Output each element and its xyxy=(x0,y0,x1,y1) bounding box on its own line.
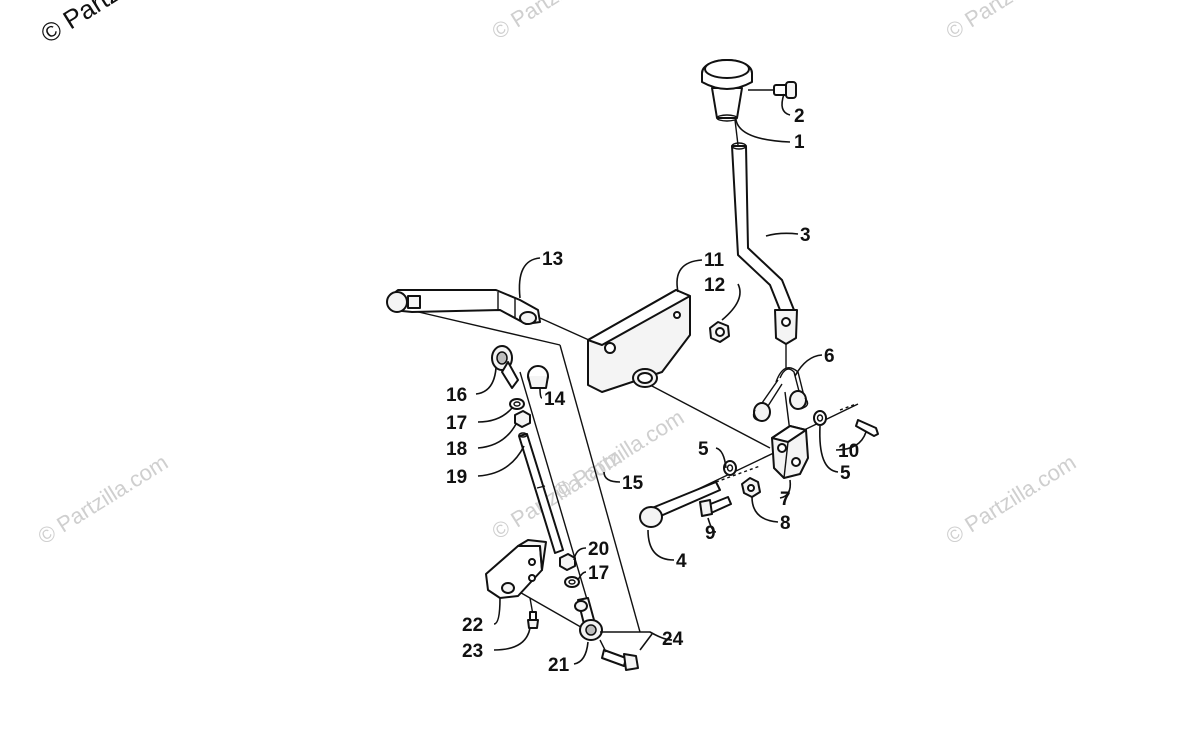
bolt-9 xyxy=(699,496,732,517)
bracket-22 xyxy=(485,539,547,599)
clevis-pin-4 xyxy=(639,465,761,528)
callout-9: 9 xyxy=(705,523,716,544)
washer-5-left xyxy=(723,460,737,476)
nut-8 xyxy=(741,477,761,498)
callout-21: 21 xyxy=(548,655,570,676)
callout-5-left: 5 xyxy=(698,439,709,460)
washer-5-right xyxy=(813,410,827,426)
return-spring xyxy=(752,367,809,422)
nut-20 xyxy=(559,553,576,571)
leader-lines xyxy=(475,93,867,665)
callout-3: 3 xyxy=(800,225,811,246)
callout-17-lower: 17 xyxy=(588,563,609,584)
callout-1: 1 xyxy=(794,132,805,153)
bolt-24 xyxy=(599,639,639,671)
callout-23: 23 xyxy=(462,641,483,662)
callout-13: 13 xyxy=(542,249,563,270)
callout-22: 22 xyxy=(462,615,483,636)
watermark-mid-left: © Partzilla.com xyxy=(33,449,172,549)
callout-15: 15 xyxy=(622,473,644,494)
callout-19: 19 xyxy=(446,467,467,488)
washer-17-upper xyxy=(509,398,525,410)
callout-14: 14 xyxy=(544,389,566,410)
washer-17-lower xyxy=(564,576,580,588)
mount-bracket xyxy=(587,289,691,393)
callout-2: 2 xyxy=(794,106,805,127)
callout-6: 6 xyxy=(824,346,835,367)
rod-end-upper xyxy=(491,345,519,389)
lever-13 xyxy=(386,289,541,325)
callout-4: 4 xyxy=(676,551,687,572)
rod-end-lower xyxy=(574,597,603,641)
shift-arm xyxy=(731,142,798,345)
watermark-layer: © Partzilla.com © Partzilla.com © Partzi… xyxy=(33,0,1080,549)
callout-labels: 1 2 3 4 5 5 6 7 8 9 10 11 12 13 14 15 16… xyxy=(446,106,859,676)
callout-7: 7 xyxy=(780,489,791,510)
callout-24: 24 xyxy=(662,629,684,650)
callout-10: 10 xyxy=(838,441,859,462)
callout-16: 16 xyxy=(446,385,467,406)
watermark-top-right: © Partzilla.com xyxy=(941,0,1080,44)
callout-12: 12 xyxy=(704,275,725,296)
watermark-top-center: © Partzilla.com xyxy=(487,0,626,44)
cotter-pin-10 xyxy=(839,403,879,437)
callout-20: 20 xyxy=(588,539,609,560)
shift-knob xyxy=(701,59,753,122)
watermark-top-left: © Partzilla.com xyxy=(35,0,199,49)
watermark-center: © Partzilla.com xyxy=(549,404,688,504)
callout-5-right: 5 xyxy=(840,463,851,484)
callout-17-upper: 17 xyxy=(446,413,467,434)
callout-11: 11 xyxy=(704,250,725,271)
threaded-rod-19 xyxy=(518,432,564,554)
watermark-mid-right: © Partzilla.com xyxy=(941,449,1080,549)
nut-18 xyxy=(514,410,531,428)
screw-23 xyxy=(527,611,539,629)
link-block-7 xyxy=(771,425,809,479)
callout-8: 8 xyxy=(780,513,791,534)
cap-nut-14 xyxy=(527,365,549,389)
nut-12 xyxy=(709,321,730,343)
callout-18: 18 xyxy=(446,439,467,460)
knob-screw xyxy=(748,81,797,99)
